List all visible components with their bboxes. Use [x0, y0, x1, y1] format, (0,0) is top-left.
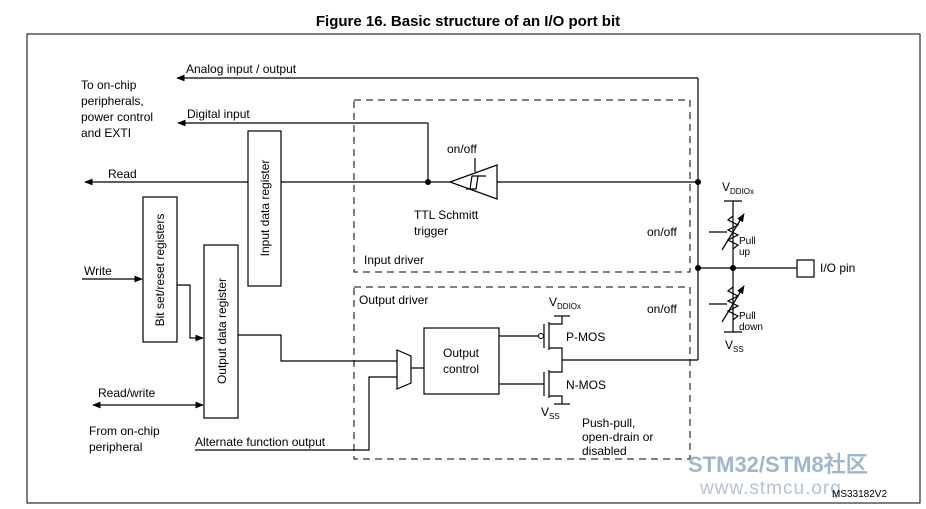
read-label: Read	[108, 167, 137, 181]
vss-pull-label: VSS	[725, 338, 744, 354]
push-pull-label-1: Push-pull,	[582, 416, 635, 430]
input-data-register	[247, 130, 282, 287]
multiplexer	[396, 349, 412, 390]
push-pull-label-3: disabled	[582, 444, 627, 458]
bsrr-to-odr-arrow	[177, 284, 204, 342]
pull-up-label-2: up	[739, 247, 751, 258]
pull-up-variable-arrow	[721, 213, 745, 251]
watermark-line-1: STM32/STM8社区	[688, 452, 868, 477]
alt-func-out-label: Alternate function output	[195, 435, 326, 449]
vss-nmos-label: VSS	[541, 405, 560, 421]
ttl-schmitt-label-1: TTL Schmitt	[414, 208, 479, 222]
trigger-on-off-label: on/off	[447, 142, 477, 156]
to-onchip-label-4: and EXTI	[81, 126, 131, 140]
to-onchip-label-2: peripherals,	[81, 94, 144, 108]
pull-down-label-1: Pull	[739, 311, 756, 322]
outer-frame	[26, 33, 921, 504]
hysteresis-icon	[466, 175, 486, 190]
to-onchip-label-1: To on-chip	[81, 78, 137, 92]
junction-dot	[425, 179, 431, 185]
pull-down-variable-arrow	[721, 285, 745, 323]
vddiox-top-label: VDDIOx	[722, 180, 754, 196]
schmitt-trigger	[448, 164, 498, 200]
pull-down-on-off-label: on/off	[647, 302, 677, 316]
alt-func-to-mux-line	[195, 376, 397, 451]
analog-io-label: Analog input / output	[186, 62, 297, 76]
write-label: Write	[84, 264, 112, 278]
read-write-label: Read/write	[98, 386, 156, 400]
junction-dot	[695, 265, 701, 271]
digital-input-label: Digital input	[187, 107, 250, 121]
nmos-source	[549, 395, 563, 404]
output-control-label-2: control	[443, 362, 479, 376]
push-pull-label-2: open-drain or	[582, 430, 653, 444]
output-control-label-1: Output	[443, 346, 480, 360]
pmos-label: P-MOS	[566, 330, 605, 344]
figure-title: Figure 16. Basic structure of an I/O por…	[316, 13, 620, 30]
junction-dot	[695, 179, 701, 185]
to-onchip-label-3: power control	[81, 110, 153, 124]
pmos-drain	[549, 347, 563, 360]
bit-set-reset-label: Bit set/reset registers	[153, 214, 167, 327]
bit-set-reset-registers	[142, 196, 178, 343]
io-pin-label: I/O pin	[820, 261, 855, 275]
input-data-register-label: Input data register	[258, 160, 272, 257]
output-data-register	[203, 244, 239, 419]
pmos-bubble	[538, 333, 544, 339]
output-driver-region	[353, 286, 691, 460]
pull-up-on-off-label: on/off	[647, 225, 677, 239]
doc-id-label: MS33182V2	[832, 489, 887, 500]
watermark-line-2: www.stmcu.org	[699, 478, 842, 499]
from-onchip-label-2: peripheral	[89, 440, 142, 454]
io-pin-box	[796, 259, 815, 278]
nmos-drain	[549, 360, 563, 373]
odr-to-mux-line	[238, 334, 397, 362]
from-onchip-label-1: From on-chip	[89, 424, 160, 438]
output-control-block	[423, 327, 500, 395]
pull-down-label-2: down	[739, 322, 763, 333]
ttl-schmitt-label-2: trigger	[414, 224, 448, 238]
vddiox-pmos-label: VDDIOx	[549, 295, 581, 311]
output-driver-label: Output driver	[359, 293, 428, 307]
input-driver-label: Input driver	[364, 253, 424, 267]
output-data-register-label: Output data register	[215, 278, 229, 384]
input-driver-region	[353, 99, 691, 273]
nmos-label: N-MOS	[566, 378, 606, 392]
pull-up-label-1: Pull	[739, 236, 756, 247]
pmos-source	[549, 316, 563, 325]
